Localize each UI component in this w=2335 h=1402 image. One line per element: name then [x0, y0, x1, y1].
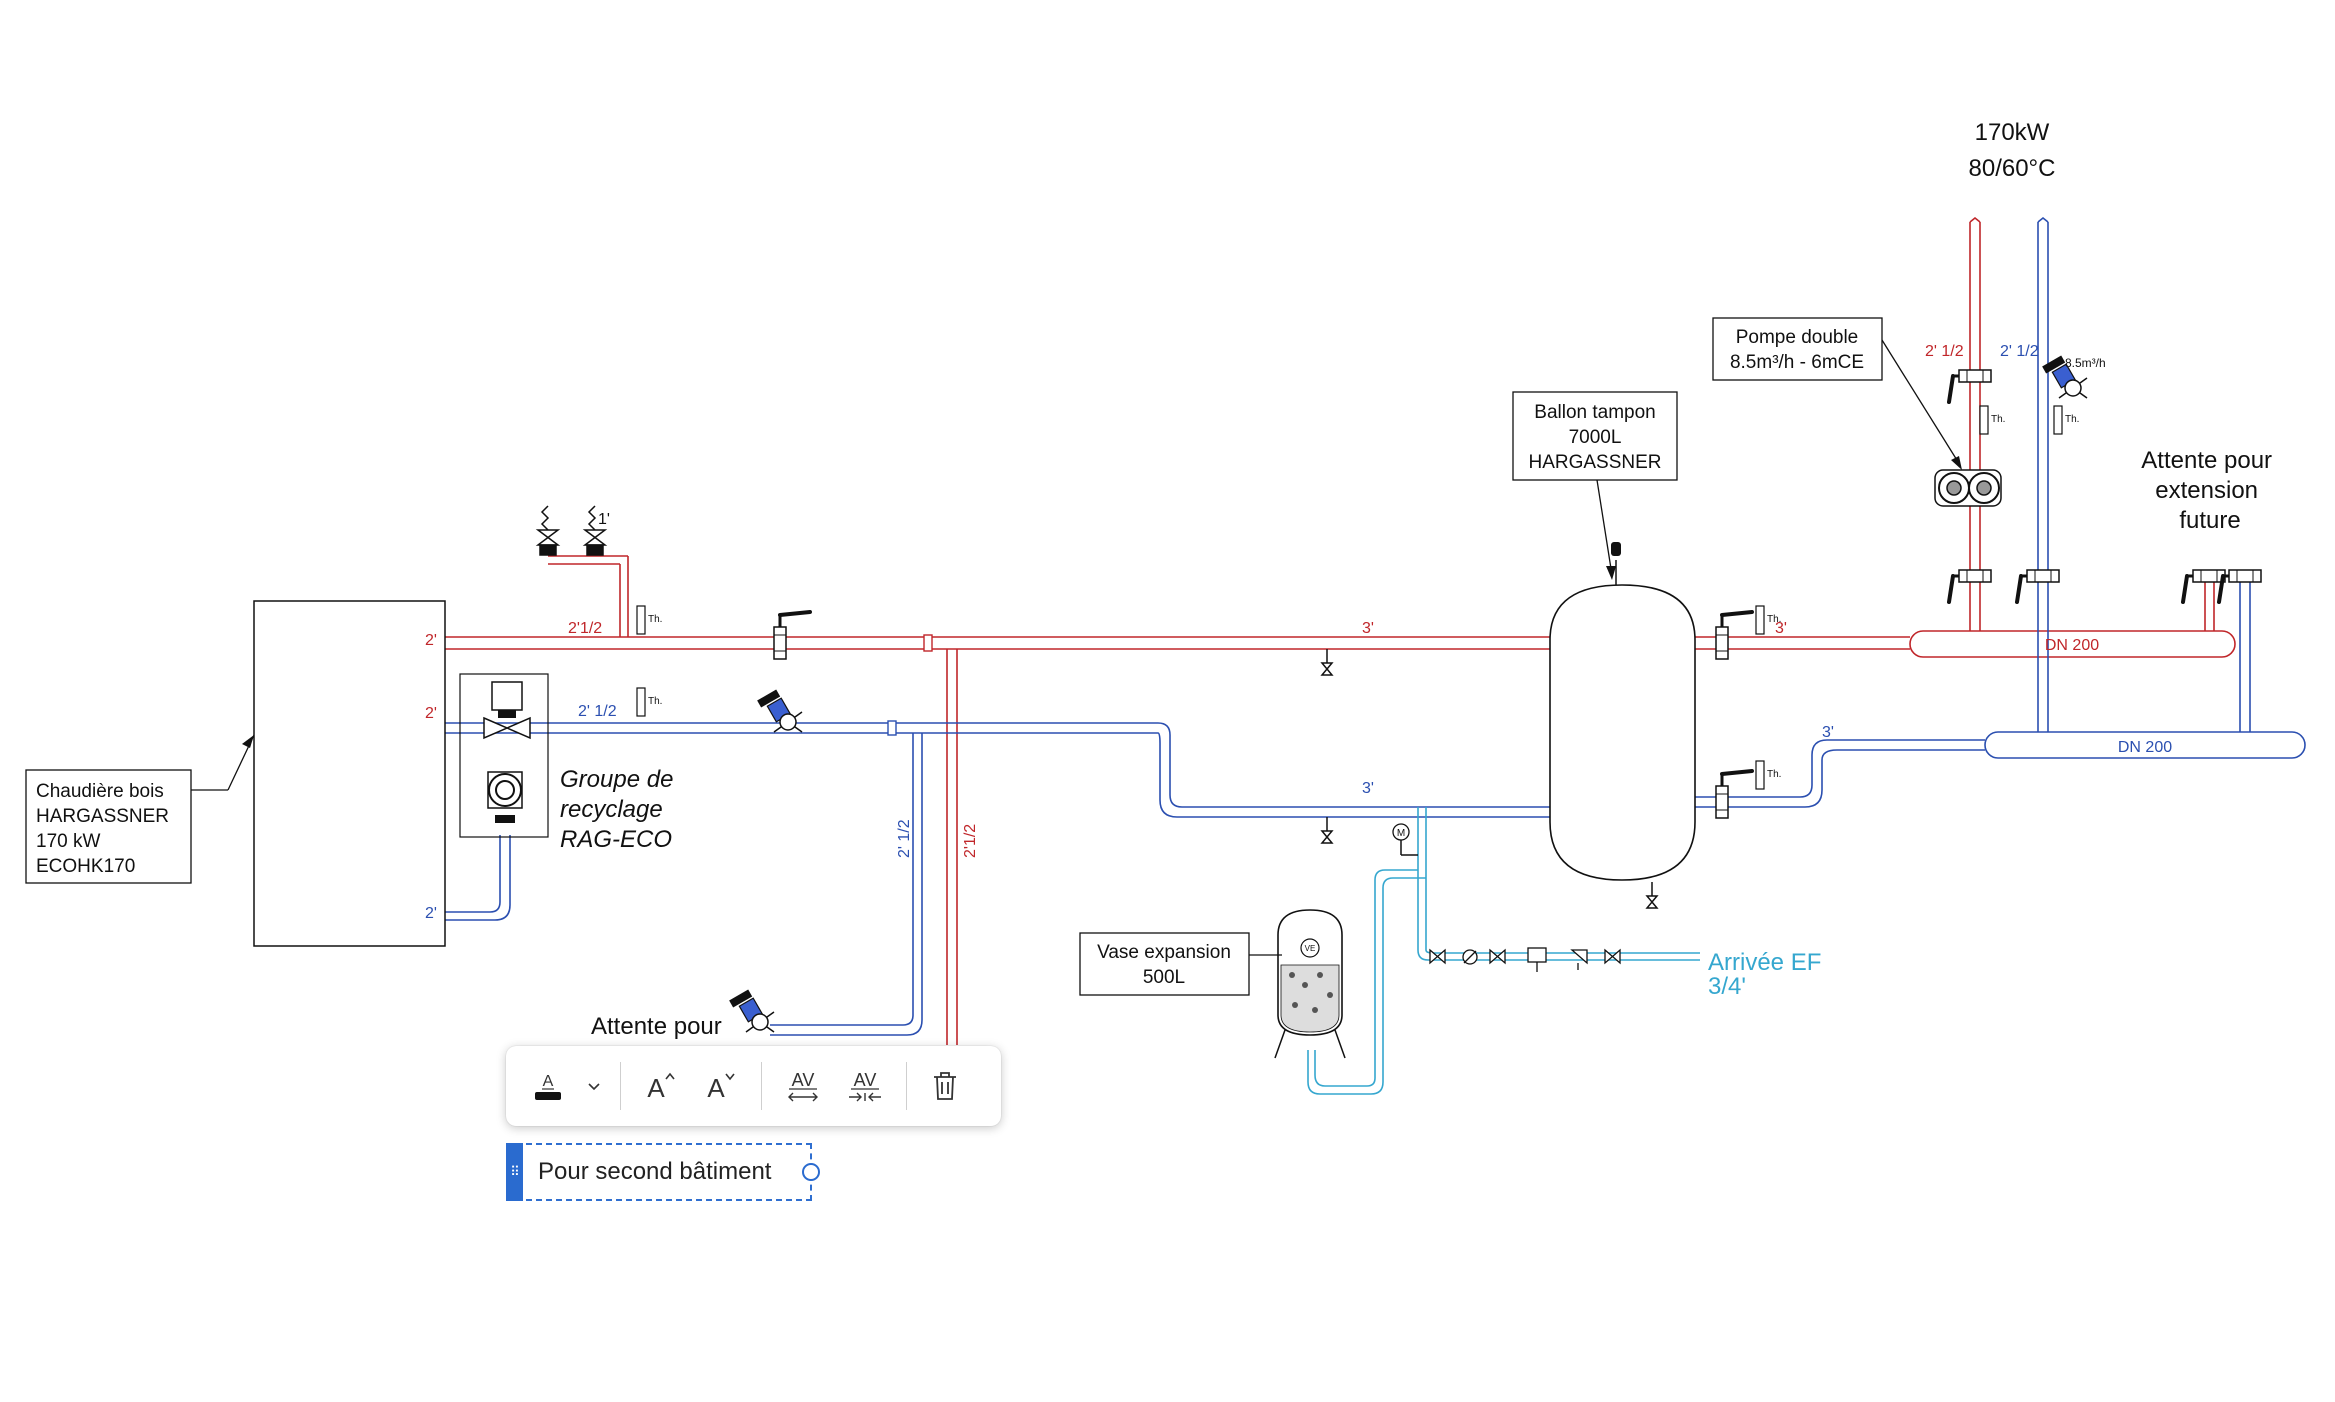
svg-text:A: A [707, 1073, 725, 1103]
svg-text:7000L: 7000L [1569, 427, 1622, 448]
svg-text:Th.: Th. [648, 614, 662, 625]
buffer-tank [1549, 542, 1696, 881]
label-riser-blue: 2' 1/2 [2000, 343, 2039, 360]
font-increase-icon: A [647, 1072, 675, 1103]
text-color-dropdown[interactable] [578, 1056, 610, 1116]
svg-text:AV: AV [854, 1070, 877, 1090]
pipe-joints [887, 634, 933, 736]
label-red-3in: 3' [1362, 620, 1374, 637]
label-boiler-out: 2' [425, 632, 437, 649]
text-color-button[interactable]: A [518, 1056, 578, 1116]
svg-text:Th.: Th. [648, 696, 662, 707]
svg-text:A: A [647, 1073, 665, 1103]
svg-text:ECOHK170: ECOHK170 [36, 856, 135, 877]
svg-text:Th.: Th. [1767, 769, 1781, 780]
letter-spacing-condense-icon: AV [849, 1070, 881, 1102]
toolbar-divider [761, 1062, 762, 1110]
label-boiler-bottom: 2' [425, 905, 437, 922]
vessel-ve-mark: VE [1305, 944, 1316, 953]
boiler [253, 600, 446, 947]
recycling-group [459, 673, 549, 838]
label-blue-after-tank: 3' [1822, 724, 1834, 741]
label-boiler-in: 2' [425, 705, 437, 722]
motor-gauge [1392, 823, 1418, 856]
svg-text:Chaudière bois: Chaudière bois [36, 781, 164, 802]
svg-text:Th.: Th. [1991, 414, 2005, 425]
header-blue-label: DN 200 [2118, 739, 2172, 756]
text-color-icon: A [535, 1073, 561, 1100]
thermometer-labels: Th. Th. Th. Th. Th. Th. [648, 414, 2079, 780]
increase-letter-spacing-button[interactable]: AV [772, 1056, 834, 1116]
svg-text:Th.: Th. [1767, 614, 1781, 625]
toolbar-divider [906, 1062, 907, 1110]
supply-temperature: 80/60°C [1969, 155, 2056, 182]
gauge-mark: M [1397, 828, 1405, 839]
delete-button[interactable] [917, 1056, 973, 1116]
label-flow-rate: 8.5m³/h [2065, 356, 2106, 370]
recycling-label: Groupe de recyclage RAG-ECO [560, 766, 680, 853]
second-building-label: Attente pour [591, 1013, 722, 1040]
decrease-letter-spacing-button[interactable]: AV [834, 1056, 896, 1116]
svg-text:Th.: Th. [2065, 414, 2079, 425]
trash-icon [934, 1072, 956, 1100]
text-edit-box[interactable]: ⠿ Pour second bâtiment [506, 1143, 820, 1201]
extension-label: Attente pour extension future [2141, 447, 2278, 534]
water-inlet-label: Arrivée EF 3/4' [1708, 949, 1828, 1000]
svg-text:170 kW: 170 kW [36, 831, 100, 852]
drag-handle-icon[interactable]: ⠿ [506, 1143, 523, 1201]
svg-text:500L: 500L [1143, 967, 1185, 988]
balancing-valves [728, 354, 2088, 1033]
expansion-vessel [1274, 909, 1346, 1059]
toolbar-divider [620, 1062, 621, 1110]
water-inlet-fittings [1429, 947, 1621, 972]
pump-callout: Pompe double 8.5m³/h - 6mCE [1712, 317, 1962, 470]
cold-pipe-network [445, 216, 2251, 1036]
label-blue-3in: 3' [1362, 780, 1374, 797]
svg-text:HARGASSNER: HARGASSNER [1528, 452, 1661, 473]
svg-text:Ballon tampon: Ballon tampon [1534, 402, 1655, 423]
label-riser-red: 2' 1/2 [1925, 343, 1964, 360]
svg-text:AV: AV [792, 1070, 815, 1090]
decrease-font-size-button[interactable]: A [691, 1056, 751, 1116]
svg-text:A: A [543, 1073, 554, 1090]
hot-header [1909, 630, 2236, 658]
label-relief-size: 1' [598, 511, 610, 528]
svg-text:Pompe double: Pompe double [1736, 327, 1859, 348]
increase-font-size-button[interactable]: A [631, 1056, 691, 1116]
letter-spacing-expand-icon: AV [788, 1070, 818, 1102]
label-vertical-red: 2'1/2 [962, 824, 979, 858]
vessel-callout: Vase expansion 500L [1079, 932, 1282, 996]
svg-text:8.5m³/h - 6mCE: 8.5m³/h - 6mCE [1730, 352, 1864, 373]
cold-water-line [1307, 807, 1700, 1095]
font-decrease-icon: A [707, 1073, 735, 1103]
label-red-main: 2'1/2 [568, 620, 602, 637]
chevron-down-icon [588, 1083, 600, 1091]
thermometers [636, 405, 2063, 790]
tank-callout: Ballon tampon 7000L HARGASSNER [1512, 391, 1678, 580]
cold-header [1984, 731, 2306, 759]
label-blue-main: 2' 1/2 [578, 703, 617, 720]
label-vertical-blue: 2' 1/2 [896, 819, 913, 858]
header-red-label: DN 200 [2045, 637, 2099, 654]
rotate-handle-icon[interactable] [802, 1163, 820, 1181]
supply-power: 170kW [1975, 119, 2050, 146]
double-pump [1934, 469, 2002, 507]
svg-text:Vase expansion: Vase expansion [1097, 942, 1231, 963]
svg-text:HARGASSNER: HARGASSNER [36, 806, 169, 827]
text-format-toolbar: A A A AV AV [506, 1046, 1001, 1126]
hot-pipe-network [445, 216, 2215, 1045]
label-red-after-tank: 3' [1775, 620, 1787, 637]
boiler-callout: Chaudière bois HARGASSNER 170 kW ECOHK17… [25, 734, 255, 884]
safety-relief-valves [535, 505, 608, 556]
text-edit-value[interactable]: Pour second bâtiment [538, 1158, 772, 1185]
